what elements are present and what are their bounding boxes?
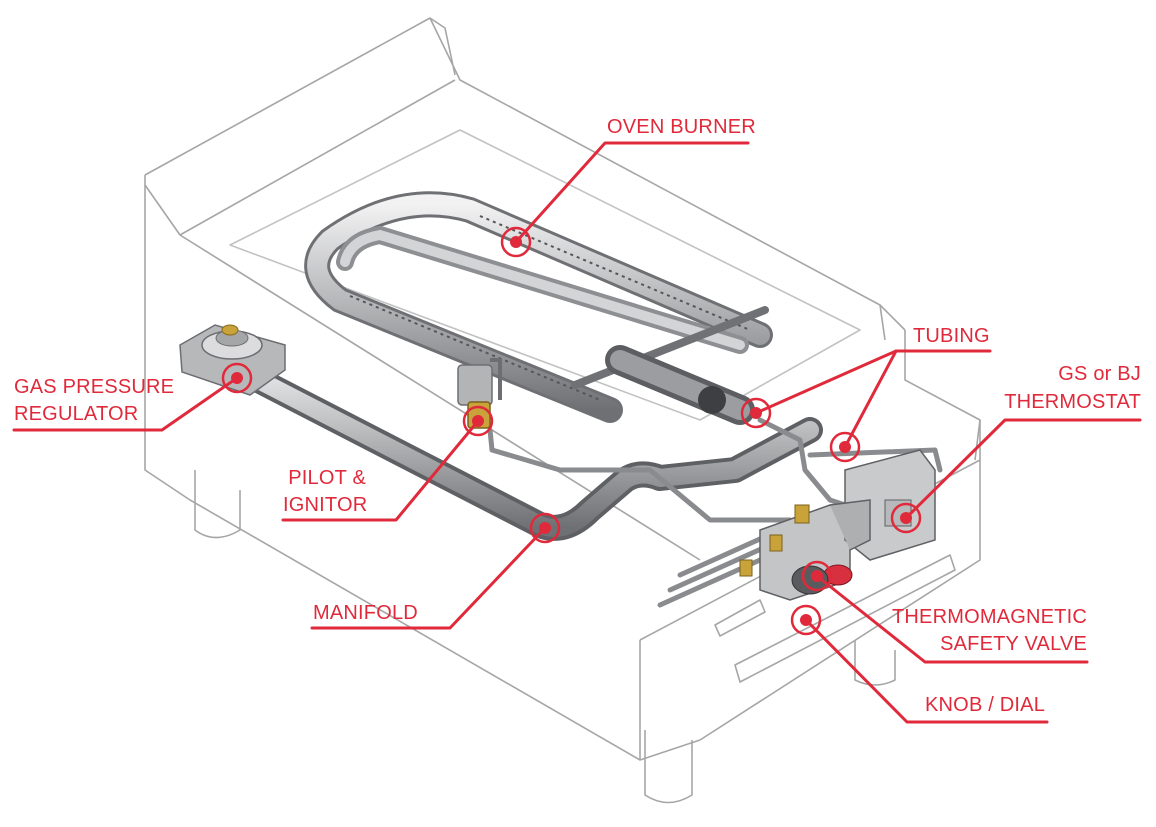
marker-tubing-1 <box>740 397 772 429</box>
marker-gs-bj-thermostat <box>890 502 922 534</box>
label-gs-bj-line2: THERMOSTAT <box>1004 391 1141 413</box>
label-gas-pressure-line2: REGULATOR <box>14 403 139 425</box>
label-oven-burner: OVEN BURNER <box>607 116 756 138</box>
marker-gas-pressure-regulator <box>221 362 253 394</box>
leader-pilot-ignitor <box>281 419 480 522</box>
callout-markers <box>221 226 922 636</box>
label-gas-pressure-line1: GAS PRESSURE <box>14 376 175 398</box>
label-pilot-line1: PILOT & <box>288 467 366 489</box>
leader-tubing-2 <box>843 349 898 449</box>
label-knob-dial: KNOB / DIAL <box>925 694 1046 716</box>
leader-tubing-1 <box>754 349 992 415</box>
leader-manifold <box>310 526 547 630</box>
marker-knob-dial <box>790 604 822 636</box>
leader-gs-bj-thermostat <box>904 418 1142 520</box>
leader-gas-pressure-regulator <box>12 376 239 432</box>
marker-manifold <box>529 512 561 544</box>
gas-pressure-regulator <box>179 324 286 396</box>
marker-tubing-2 <box>829 431 861 463</box>
leader-thermomagnetic-valve <box>815 574 1089 664</box>
oven-burner-tube <box>304 191 773 425</box>
callout-leaders <box>12 141 1142 724</box>
label-tubing: TUBING <box>913 325 990 347</box>
label-pilot-line2: IGNITOR <box>283 494 368 516</box>
appliance-housing <box>144 17 981 804</box>
label-thermomagnetic-line2: SAFETY VALVE <box>940 633 1087 655</box>
label-gs-bj-line1: GS or BJ <box>1058 363 1141 385</box>
leader-oven-burner <box>514 141 750 244</box>
marker-thermomagnetic-valve <box>801 560 833 592</box>
label-manifold: MANIFOLD <box>313 602 418 624</box>
label-thermomagnetic-line1: THERMOMAGNETIC <box>891 606 1087 628</box>
leader-knob-dial <box>804 618 1049 724</box>
marker-pilot-ignitor <box>462 405 494 437</box>
marker-oven-burner <box>500 226 532 258</box>
